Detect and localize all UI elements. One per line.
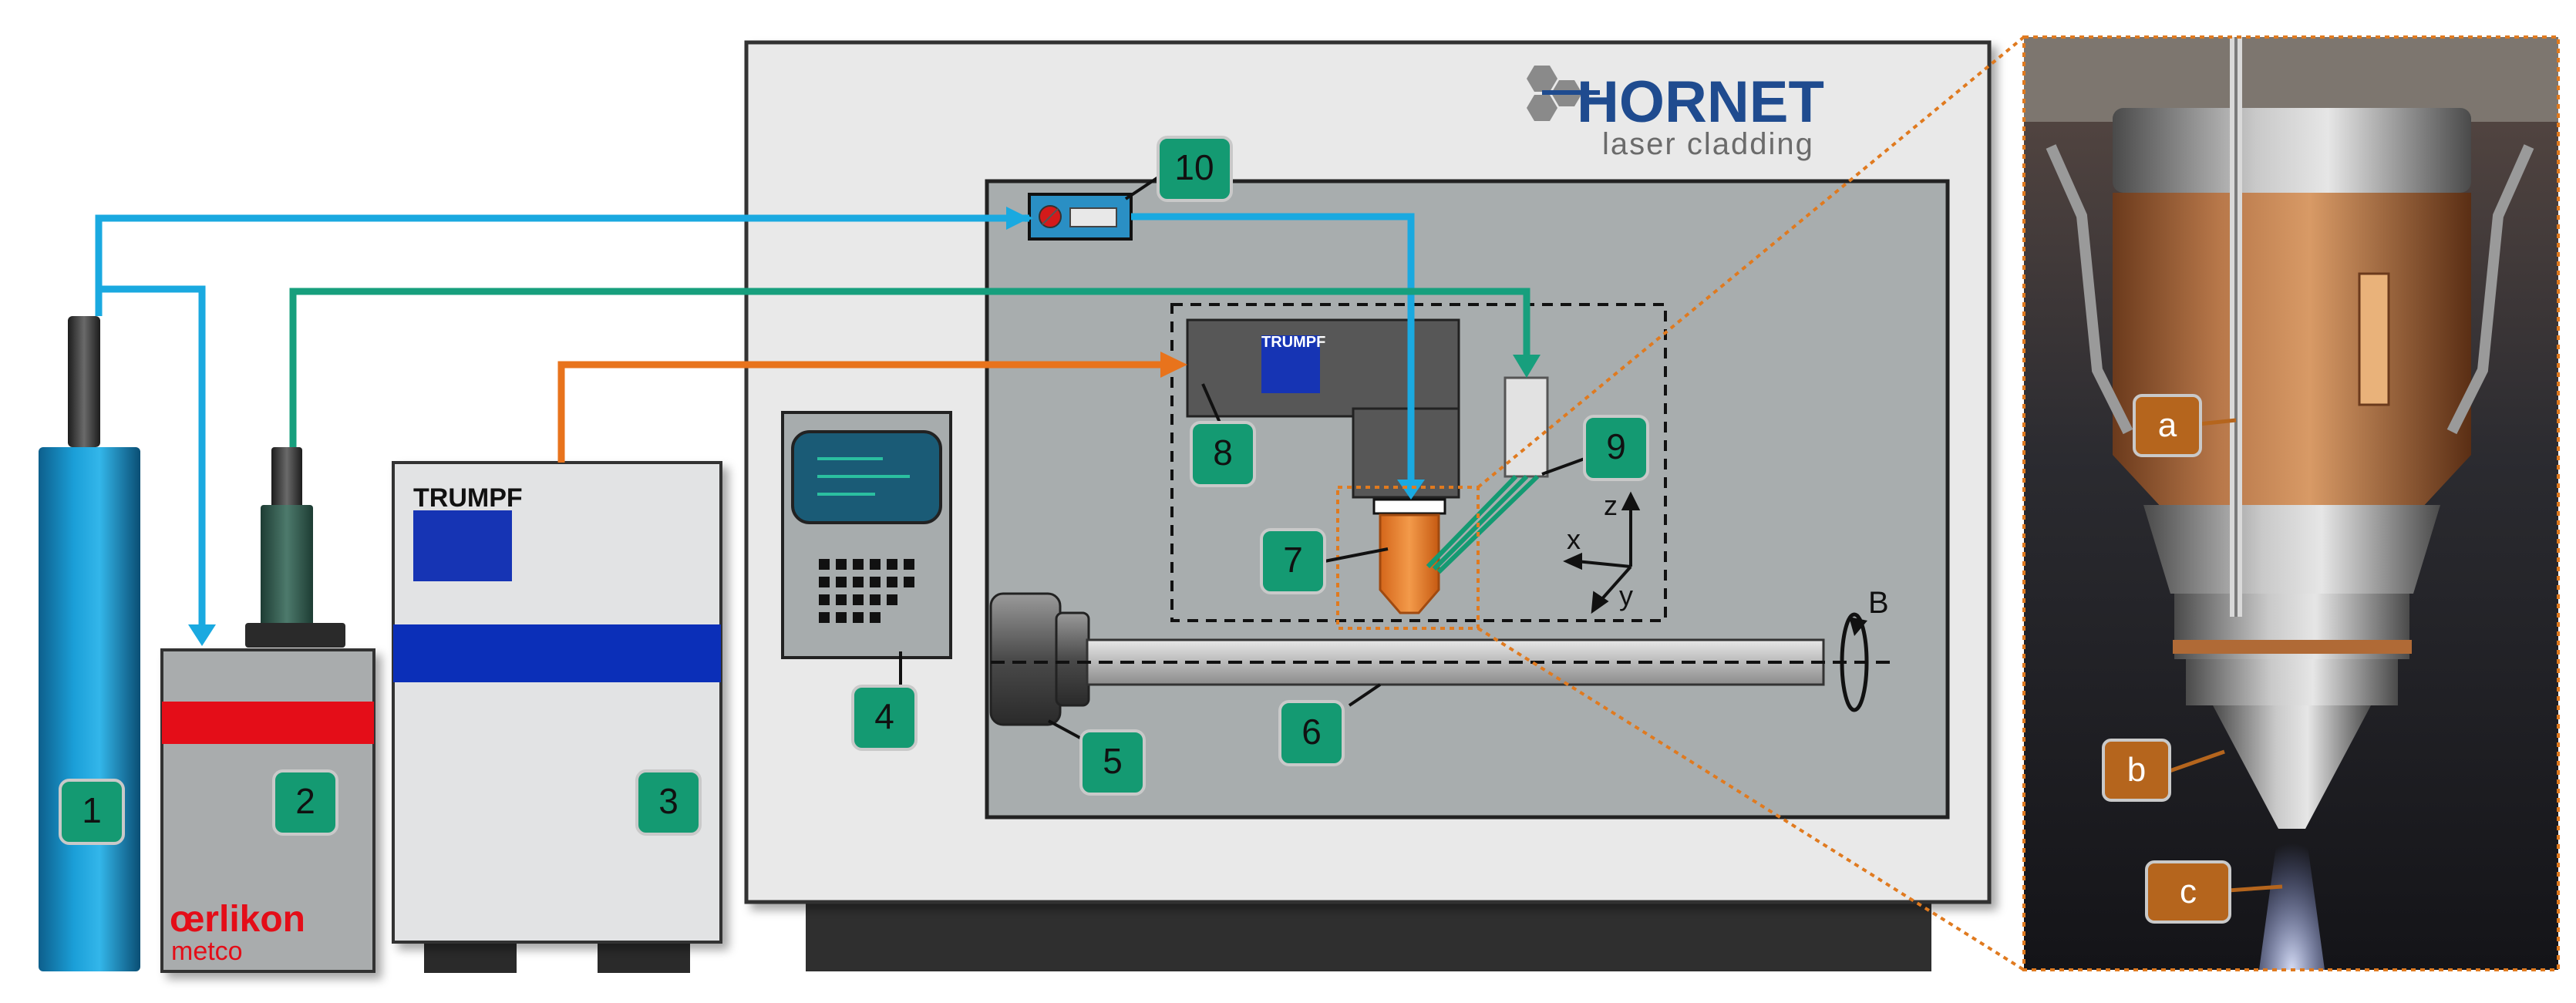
laser-source-foot-right xyxy=(598,941,690,973)
number-labels: 1 2 3 4 5 6 7 xyxy=(59,136,1649,845)
hornet-hex-icon xyxy=(1527,66,1600,121)
axis-y-label: y xyxy=(1619,580,1633,611)
injector-body xyxy=(1504,376,1549,478)
label-2: 2 xyxy=(272,769,338,836)
svg-text:b: b xyxy=(2127,751,2146,789)
svg-text:8: 8 xyxy=(1213,433,1233,473)
svg-text:1: 1 xyxy=(82,790,102,830)
cladding-zone xyxy=(1170,303,1667,622)
hopper-base xyxy=(245,623,345,648)
gas-flow-unit xyxy=(1028,193,1133,241)
axis-b-label: B xyxy=(1868,586,1889,620)
zoom-line-top xyxy=(1477,35,2025,489)
nozzle-tip xyxy=(1379,513,1440,614)
chuck-jaw xyxy=(1055,611,1090,707)
powder-injector xyxy=(1426,376,1549,574)
laser-fiber xyxy=(557,361,1160,463)
feeder-red-stripe xyxy=(162,702,374,744)
label-3: 3 xyxy=(635,769,702,836)
label-5: 5 xyxy=(1048,719,1146,796)
arrow-nozzle xyxy=(1397,480,1425,500)
photo-knurled-ring xyxy=(2113,108,2471,193)
nozzle-collar xyxy=(1372,498,1446,515)
label-4: 4 xyxy=(851,651,918,751)
cladding-nozzle xyxy=(1372,498,1446,614)
arrow-injector xyxy=(1513,355,1541,378)
control-panel xyxy=(781,411,952,659)
powder-hopper xyxy=(261,505,313,628)
svg-text:4: 4 xyxy=(874,696,894,736)
hornet-logo: HORNET laser cladding xyxy=(1527,66,1824,161)
feeder-brand: œrlikon xyxy=(170,899,305,940)
label-7: 7 xyxy=(1260,528,1389,594)
arrow-flow-unit xyxy=(1006,207,1029,230)
svg-text:5: 5 xyxy=(1103,741,1123,781)
feeder-brand-sub: metco xyxy=(171,937,243,966)
label-1: 1 xyxy=(59,779,125,845)
svg-text:10: 10 xyxy=(1174,147,1214,187)
label-a: a xyxy=(2133,394,2237,457)
photo-lower-body xyxy=(2143,505,2440,594)
laser-head-logo-block xyxy=(1261,335,1320,393)
photo-powder-plume xyxy=(2259,829,2325,970)
photo-cone-nozzle xyxy=(2213,705,2371,829)
flow-unit-display xyxy=(1069,207,1117,227)
photo-copper-band xyxy=(2173,640,2412,654)
laser-source: TRUMPF xyxy=(392,461,722,973)
photo-copper-body xyxy=(2113,193,2471,509)
label-6: 6 xyxy=(1278,683,1382,766)
svg-text:3: 3 xyxy=(658,781,679,821)
xyz-axes-indicator: z x y xyxy=(1563,490,1641,614)
powder-line xyxy=(289,288,1530,447)
label-c: c xyxy=(2145,860,2283,924)
brand-name: HORNET xyxy=(1577,69,1824,135)
photo-hose-right xyxy=(2446,144,2534,435)
nozzle-photo-inset xyxy=(2022,35,2560,971)
photo-frame xyxy=(2022,35,2560,971)
svg-text:9: 9 xyxy=(1606,426,1626,466)
arrow-feeder xyxy=(188,624,216,646)
gas-line-to-nozzle xyxy=(1131,213,1415,486)
control-panel-keypad xyxy=(819,559,914,623)
gas-cylinder xyxy=(39,316,140,971)
machine-base xyxy=(806,898,1931,971)
letter-labels: a b c xyxy=(2102,394,2283,924)
cylinder-body xyxy=(39,447,140,971)
photo-window xyxy=(2358,272,2390,406)
axis-x-label: x xyxy=(1567,523,1581,555)
label-b: b xyxy=(2102,739,2225,802)
svg-text:a: a xyxy=(2158,406,2177,444)
laser-head-brand: TRUMPF xyxy=(1261,334,1325,351)
svg-text:7: 7 xyxy=(1283,540,1303,580)
arrow-laser-head xyxy=(1160,352,1187,378)
photo-lower-ring xyxy=(2186,659,2398,705)
svg-text:2: 2 xyxy=(295,781,315,821)
svg-text:c: c xyxy=(2180,873,2197,910)
work-chamber xyxy=(985,179,1950,820)
chuck-body xyxy=(989,592,1062,726)
gas-lines xyxy=(95,213,1415,628)
photo-mount-plate xyxy=(2024,37,2558,122)
brand-tagline: laser cladding xyxy=(1602,127,1814,161)
powder-feeder: œrlikon metco xyxy=(160,447,375,973)
laser-source-brand: TRUMPF xyxy=(413,483,523,513)
label-9: 9 xyxy=(1541,415,1649,481)
label-8: 8 xyxy=(1190,383,1256,487)
svg-text:6: 6 xyxy=(1301,712,1322,752)
axis-z-label: z xyxy=(1604,490,1618,521)
gas-line-to-feeder xyxy=(99,285,206,628)
laser-source-blue-stripe xyxy=(393,624,721,682)
photo-hose-left xyxy=(2046,144,2133,435)
b-rotation-indicator: B xyxy=(1840,586,1889,712)
laser-source-logo-block xyxy=(413,510,512,581)
laser-source-foot-left xyxy=(424,941,517,973)
rotary-chuck xyxy=(989,592,1090,726)
cylinder-valve xyxy=(68,316,100,447)
gas-line-to-flow-unit xyxy=(95,214,1018,316)
label-10: 10 xyxy=(1124,136,1233,202)
feeder-inlet xyxy=(271,447,302,509)
